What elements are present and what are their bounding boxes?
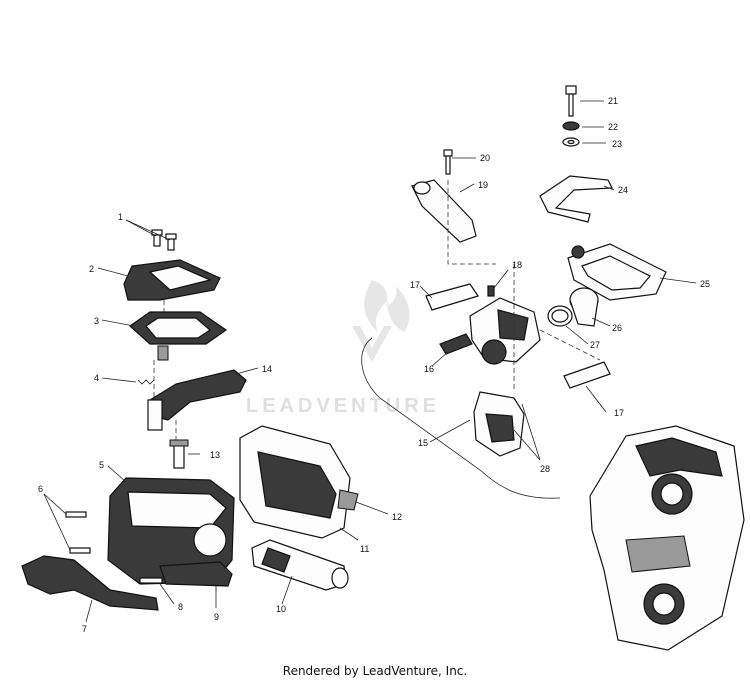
part-10-cylinder (251, 539, 349, 591)
callout-13: 13 (210, 450, 220, 460)
part-20-screw (443, 149, 453, 175)
part-17-pad-upper (425, 283, 479, 311)
callout-24: 24 (618, 185, 628, 195)
part-caliper-body (439, 297, 541, 365)
part-9-bracket (159, 561, 233, 587)
part-23-washer (562, 137, 580, 147)
callout-15: 15 (418, 438, 428, 448)
callout-21: 21 (608, 96, 618, 106)
part-5-housing (107, 477, 235, 585)
callout-22: 22 (608, 122, 618, 132)
part-8-screw (139, 577, 163, 584)
callout-26: 26 (612, 323, 622, 333)
callout-17-upper: 17 (410, 280, 420, 290)
part-18-bleeder (487, 285, 495, 297)
part-27-seal (547, 305, 573, 327)
callout-28: 28 (540, 464, 550, 474)
footer-credit: Rendered by LeadVenture, Inc. (282, 664, 468, 678)
callout-23: 23 (612, 139, 622, 149)
callout-1: 1 (118, 212, 123, 222)
callout-labels: 1 2 3 4 5 6 7 8 9 10 11 12 13 14 15 16 1… (38, 96, 710, 634)
part-21-bolt (565, 85, 577, 117)
callout-6: 6 (38, 484, 43, 494)
callout-19: 19 (478, 180, 488, 190)
callout-25: 25 (700, 279, 710, 289)
part-22-nut (562, 121, 580, 131)
callout-5: 5 (99, 460, 104, 470)
callout-18: 18 (512, 260, 522, 270)
callout-17-lower: 17 (614, 408, 624, 418)
callout-12: 12 (392, 512, 402, 522)
part-17-pad-lower (563, 361, 611, 389)
leader-lines (43, 100, 697, 623)
part-26-piston (569, 287, 599, 327)
part-19-fitting (411, 179, 477, 243)
callout-3: 3 (94, 316, 99, 326)
part-housing-right (589, 425, 745, 651)
callout-27: 27 (590, 340, 600, 350)
callout-14: 14 (262, 364, 272, 374)
watermark-text: LEADVENTURE (246, 395, 440, 417)
callout-2: 2 (89, 264, 94, 274)
part-25-frame (567, 243, 667, 301)
callout-7: 7 (82, 624, 87, 634)
callout-20: 20 (480, 153, 490, 163)
group-15-boundary (361, 337, 561, 499)
part-1-screws (151, 229, 177, 251)
part-14-lever (147, 369, 247, 431)
part-3-gasket (129, 311, 228, 361)
part-4-spring (137, 379, 155, 385)
part-11-reservoir (239, 425, 359, 539)
part-6-screws (65, 511, 91, 554)
callout-10: 10 (276, 604, 286, 614)
part-24-tube (539, 175, 613, 223)
callout-8: 8 (178, 602, 183, 612)
callout-4: 4 (94, 373, 99, 383)
part-2-cover (123, 259, 221, 301)
part-13-pin (169, 439, 189, 469)
callout-11: 11 (360, 544, 369, 554)
assembly-dashed-lines (153, 180, 601, 440)
part-28-pad-plate (473, 391, 525, 457)
part-7-lever (21, 555, 159, 611)
callout-16: 16 (424, 364, 434, 374)
leadventure-watermark: LEADVENTURE (246, 280, 440, 417)
callout-9: 9 (214, 612, 219, 622)
